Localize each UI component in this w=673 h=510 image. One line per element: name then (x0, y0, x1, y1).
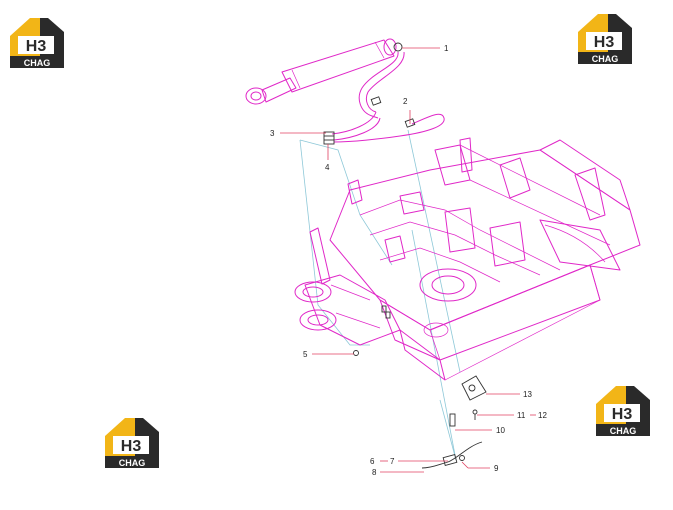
callout-labels: 1 2 3 4 5 6 7 8 9 10 11 12 13 (270, 44, 547, 477)
callout-9: 9 (494, 464, 499, 473)
callout-7: 7 (390, 457, 395, 466)
brand-logo-bottom-right: H3 CHAG (594, 384, 652, 438)
logo-bottom-text: CHAG (24, 58, 51, 68)
logo-bottom-text: CHAG (610, 426, 637, 436)
callout-6: 6 (370, 457, 375, 466)
hydraulic-cylinder (245, 38, 403, 105)
callout-10: 10 (496, 426, 505, 435)
logo-top-text: H3 (26, 38, 47, 55)
logo-bottom-text: CHAG (592, 54, 619, 64)
hardware-parts (353, 305, 487, 469)
house-logo-icon: H3 CHAG (105, 418, 159, 468)
callout-2: 2 (403, 97, 408, 106)
logo-bottom-text: CHAG (119, 458, 146, 468)
callout-13: 13 (523, 390, 532, 399)
callout-5: 5 (303, 350, 308, 359)
hydraulic-hoses (323, 51, 445, 145)
brand-logo-bottom-left: H3 CHAG (103, 416, 161, 470)
brand-logo-top-left: H3 CHAG (8, 16, 66, 70)
logo-top-text: H3 (594, 34, 615, 51)
logo-top-text: H3 (612, 406, 633, 423)
house-logo-icon: H3 CHAG (578, 14, 632, 64)
brand-logo-top-right: H3 CHAG (576, 12, 634, 66)
guide-lines (299, 129, 461, 461)
callout-leaders (280, 47, 536, 473)
callout-12: 12 (538, 411, 547, 420)
house-logo-icon: H3 CHAG (596, 386, 650, 436)
logo-top-text: H3 (121, 438, 142, 455)
callout-8: 8 (372, 468, 377, 477)
callout-3: 3 (270, 129, 275, 138)
callout-4: 4 (325, 163, 330, 172)
main-frame (294, 137, 641, 381)
callout-11: 11 (517, 411, 526, 420)
house-logo-icon: H3 CHAG (10, 18, 64, 68)
callout-1: 1 (444, 44, 449, 53)
